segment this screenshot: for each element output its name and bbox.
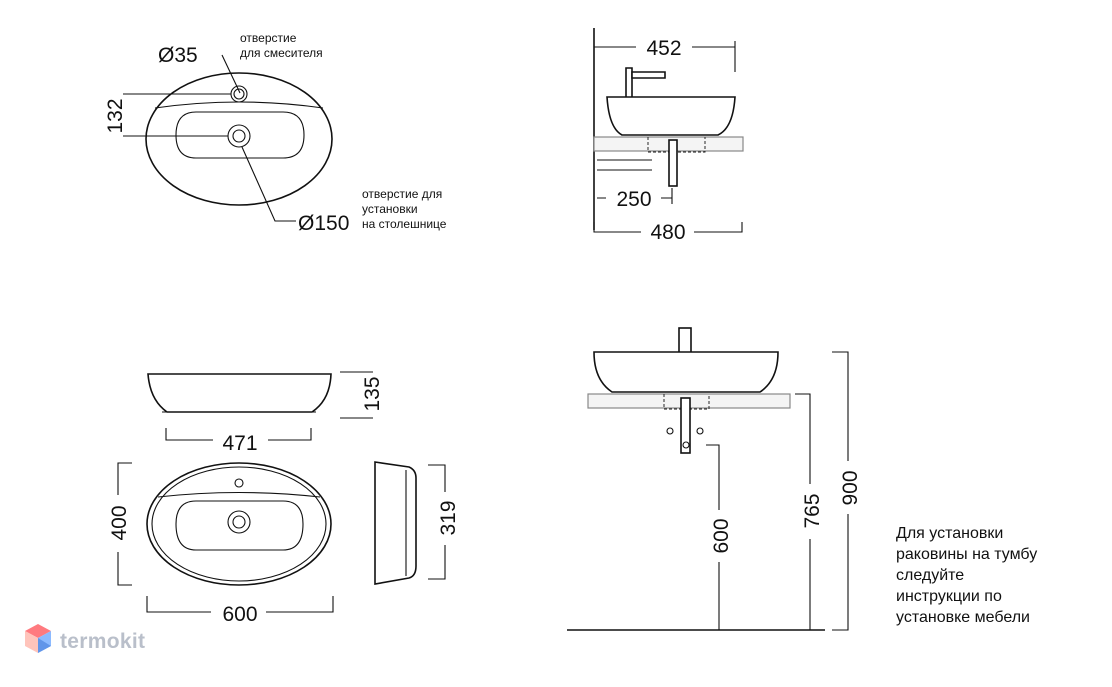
basin-front: [147, 373, 332, 413]
basin-side: [606, 96, 736, 136]
drain-inner: [232, 129, 246, 143]
installation-instruction: Для установки раковины на тумбу следуйте…: [896, 523, 1096, 628]
dia-mixer: Ø35: [158, 44, 198, 67]
mixer-hole: [230, 85, 248, 103]
fixing-center: [682, 441, 690, 449]
note-mount-2: установки: [362, 202, 418, 216]
basin-rim: [154, 101, 324, 109]
instruction-line: Для установки: [896, 525, 1004, 542]
dim-765-line: [795, 393, 811, 631]
note-mount-3: на столешнице: [362, 217, 447, 231]
dim-319-line: [428, 464, 446, 580]
top-view: 132 Ø35 отверстие для смесителя Ø150 отв…: [104, 31, 447, 235]
fixing-right: [696, 427, 704, 435]
note-mount-1: отверстие для: [362, 187, 442, 201]
leader-mount: [241, 146, 296, 222]
basin-plan-inner: [151, 466, 327, 582]
drain-dash-side: [647, 137, 706, 153]
basin-plan-outer: [146, 462, 332, 586]
dim-452-line: [594, 41, 736, 72]
mixer-hole-inner: [233, 88, 245, 100]
dim-600-line: [146, 596, 334, 613]
watermark-text: termokit: [60, 630, 146, 653]
leader-mixer: [221, 54, 241, 94]
termokit-logo-icon: [25, 624, 51, 653]
fixing-left: [666, 427, 674, 435]
dim-600-install-line: [706, 444, 720, 630]
watermark: termokit: [24, 622, 145, 662]
dim-319: 319: [437, 500, 460, 535]
instruction-line: раковины на тумбу: [896, 546, 1038, 563]
dim-452: 452: [646, 37, 681, 60]
basin-plan-rim: [157, 491, 321, 498]
drain-pipe-side: [668, 139, 678, 187]
dim-135-line: [340, 371, 373, 419]
dim-250-line: [597, 188, 673, 204]
basin-install: [593, 351, 779, 393]
basin-outline: [145, 72, 333, 206]
instruction-line: инструкции по: [896, 588, 1002, 605]
drain-plan-inner: [232, 515, 246, 529]
faucet-install: [678, 327, 692, 355]
dim-400-line: [117, 462, 132, 586]
basin-plan-bowl: [175, 500, 304, 551]
dim-765: 765: [801, 493, 824, 528]
drain-pipe-install: [680, 397, 691, 454]
cabinet-line: [597, 159, 652, 171]
dim-135: 135: [361, 376, 384, 411]
faucet: [625, 67, 633, 101]
install-view: 600 765 900: [567, 327, 862, 631]
dim-250: 250: [616, 188, 651, 211]
front-view: 135 471: [147, 371, 384, 455]
drain-plan-outer: [227, 510, 251, 534]
dim-471: 471: [222, 432, 257, 455]
mixer-hole-plan: [234, 478, 244, 488]
faucet-spout: [631, 71, 666, 79]
dim-132: 132: [104, 98, 127, 133]
instruction-line: следуйте: [896, 567, 965, 584]
dim-471-line: [165, 428, 312, 441]
basin-bowl: [175, 111, 305, 159]
drain-outer: [227, 124, 251, 148]
dim-600: 600: [222, 603, 257, 626]
dim-400: 400: [108, 505, 131, 540]
basin-profile: [374, 461, 417, 585]
side-view: 452 250 480: [593, 28, 744, 244]
dim-480-line: [593, 222, 743, 233]
note-mixer-2: для смесителя: [240, 46, 323, 60]
dim-600-install: 600: [710, 518, 733, 553]
instruction-line: установке мебели: [896, 609, 1030, 626]
dim-480: 480: [650, 221, 685, 244]
note-mixer-1: отверстие: [240, 31, 297, 45]
dia-mount: Ø150: [298, 212, 349, 235]
dim-900: 900: [839, 470, 862, 505]
plan-view: 400 600 319: [108, 461, 460, 626]
dim-900-line: [832, 351, 849, 631]
